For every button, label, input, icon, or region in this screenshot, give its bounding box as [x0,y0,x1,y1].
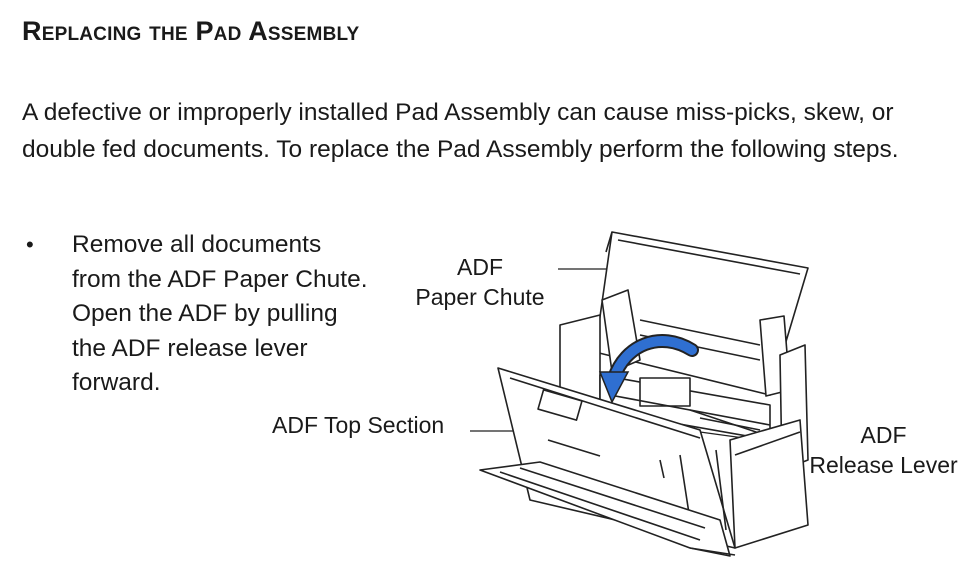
section-heading: Replacing the Pad Assembly [22,16,360,46]
bullet-marker: • [26,232,34,257]
open-direction-arrow-icon [598,334,699,404]
callout-release-lever-line1: ADF [860,422,907,448]
callout-top-section: ADF Top Section [272,412,445,438]
callout-paper-chute-line2: Paper Chute [415,284,545,310]
scanner-illustration [470,231,809,557]
callout-release-lever-line2: Release Lever [809,452,958,478]
intro-paragraph: A defective or improperly installed Pad … [22,99,899,163]
callout-paper-chute-line1: ADF [457,254,503,280]
callout-release-lever: ADF Release Lever [796,420,971,480]
step-text: Remove all documents from the ADF Paper … [72,231,368,396]
callout-paper-chute: ADF Paper Chute [405,252,555,312]
